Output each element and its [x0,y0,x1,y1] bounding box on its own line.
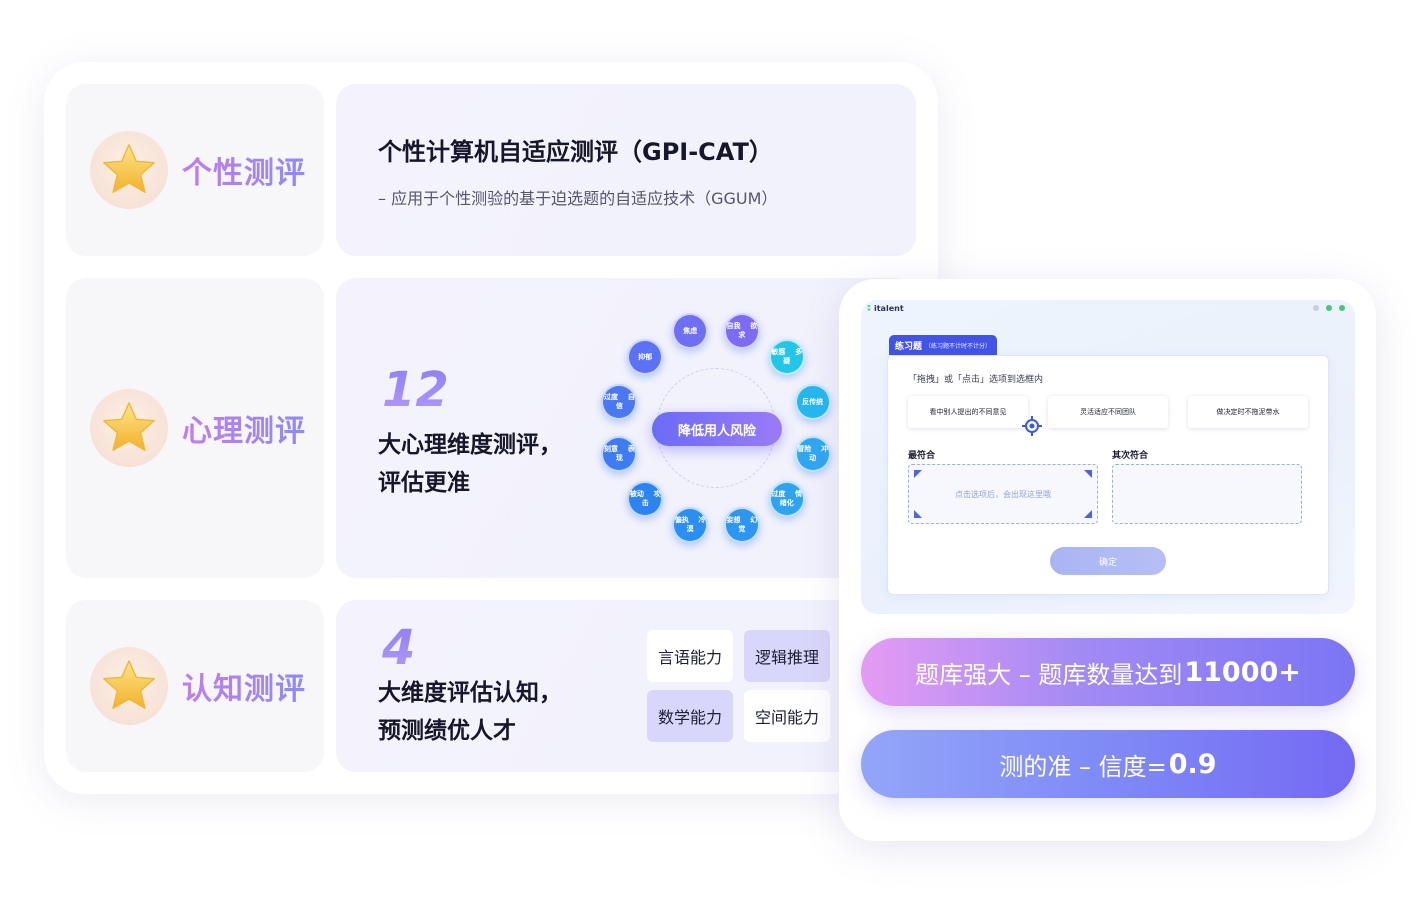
dimension-node: 偏执 冷漠 [672,506,709,543]
app-screenshot: ⁑ italent 练习题（练习题不计时不计分） 「拖拽」或「点击」选项到选框内… [861,300,1355,614]
app-logo: ⁑ italent [867,304,904,313]
reliability-text: 测的准 – 信度= [999,752,1167,781]
personality-label: 个性测评 [182,148,306,192]
star-icon [90,131,168,209]
wifi-icon [1339,305,1345,311]
cognitive-card: 4 大维度评估认知， 预测绩优人才 言语能力 逻辑推理 数学能力 空间能力 [336,600,916,772]
dimension-node: 过度 情绪化 [768,480,805,517]
dimension-node: 妄想 幻觉 [723,506,760,543]
question-bank-value: 11000+ [1184,656,1301,688]
star-icon [90,389,168,467]
corner-marker [914,470,922,478]
ability-chip-verbal[interactable]: 言语能力 [647,630,733,682]
psychology-dimension-count: 12 [382,362,449,418]
main-card: 个性测评 个性计算机自适应测评（GPI-CAT） – 应用于个性测验的基于迫选题… [44,62,938,794]
info-icon[interactable] [1313,305,1319,311]
psychology-label-card[interactable]: 心理测评 [66,278,324,578]
dimension-node: 抑郁 [627,339,664,376]
drop-hint: 点击选项后，会出现这里哦 [955,489,1051,499]
gpi-cat-title: 个性计算机自适应测评（GPI-CAT） [378,138,773,166]
dimension-node: 过度 自信 [601,384,638,421]
dimension-node: 反传统 [794,384,831,421]
dimension-node: 自我 欲求 [723,313,760,350]
cognitive-headline-line2: 预测绩优人才 [378,718,516,744]
dimension-node: 刻意 表现 [601,435,638,472]
psychology-card: 12 大心理维度测评， 评估更准 焦虑自我 欲求敏感 多疑反传统冒险 冲动过度 … [336,278,916,578]
corner-marker [914,510,922,518]
cognitive-label: 认知测评 [182,664,306,708]
best-fit-drop-zone[interactable]: 点击选项后，会出现这里哦 [908,464,1098,524]
ability-chip-math[interactable]: 数学能力 [647,690,733,742]
gpi-cat-subtitle: – 应用于个性测验的基于迫选题的自适应技术（GGUM） [378,189,778,208]
dimension-orbit-diagram: 焦虑自我 欲求敏感 多疑反传统冒险 冲动过度 情绪化妄想 幻觉偏执 冷漠被动 攻… [596,308,836,548]
window-controls [1313,305,1345,311]
option-card-2[interactable]: 灵活适应不同团队 [1048,396,1168,428]
orbit-center-label: 降低用人风险 [652,412,782,446]
ability-chip-spatial[interactable]: 空间能力 [744,690,830,742]
psychology-headline: 大心理维度测评， 评估更准 [378,426,562,502]
personality-label-card[interactable]: 个性测评 [66,84,324,256]
practice-preview-card: ⁑ italent 练习题（练习题不计时不计分） 「拖拽」或「点击」选项到选框内… [839,279,1376,841]
status-icon [1326,305,1332,311]
option-card-1[interactable]: 看中别人提出的不同意见 [908,396,1028,428]
gpi-cat-card: 个性计算机自适应测评（GPI-CAT） – 应用于个性测验的基于迫选题的自适应技… [336,84,916,256]
second-fit-drop-zone[interactable] [1112,464,1302,524]
cognitive-headline-line1: 大维度评估认知， [378,680,562,706]
quiz-instruction: 「拖拽」或「点击」选项到选框内 [908,375,1044,385]
corner-marker [1084,510,1092,518]
ability-chip-logic[interactable]: 逻辑推理 [744,630,830,682]
second-fit-label: 其次符合 [1112,451,1149,461]
practice-tab[interactable]: 练习题（练习题不计时不计分） [889,335,998,355]
cognitive-dimension-count: 4 [382,620,416,676]
reliability-banner: 测的准 – 信度=0.9 [861,730,1355,798]
dimension-node: 被动 攻击 [627,480,664,517]
dimension-node: 焦虑 [672,313,709,350]
dimension-node: 敏感 多疑 [768,339,805,376]
option-card-3[interactable]: 做决定时不拖泥带水 [1188,396,1308,428]
cognitive-label-card[interactable]: 认知测评 [66,600,324,772]
confirm-button[interactable]: 确定 [1050,547,1166,575]
corner-marker [1084,470,1092,478]
drag-cursor-icon [1022,416,1042,436]
psychology-headline-line1: 大心理维度测评， [378,432,562,458]
psychology-label: 心理测评 [182,406,306,450]
dimension-node: 冒险 冲动 [794,435,831,472]
psychology-headline-line2: 评估更准 [378,470,470,496]
star-icon [90,647,168,725]
quiz-panel: 「拖拽」或「点击」选项到选框内 看中别人提出的不同意见 灵活适应不同团队 做决定… [887,355,1329,595]
reliability-value: 0.9 [1168,748,1217,780]
question-bank-text: 题库强大 – 题库数量达到 [915,660,1183,689]
best-fit-label: 最符合 [908,451,936,461]
cognitive-headline: 大维度评估认知， 预测绩优人才 [378,674,562,750]
